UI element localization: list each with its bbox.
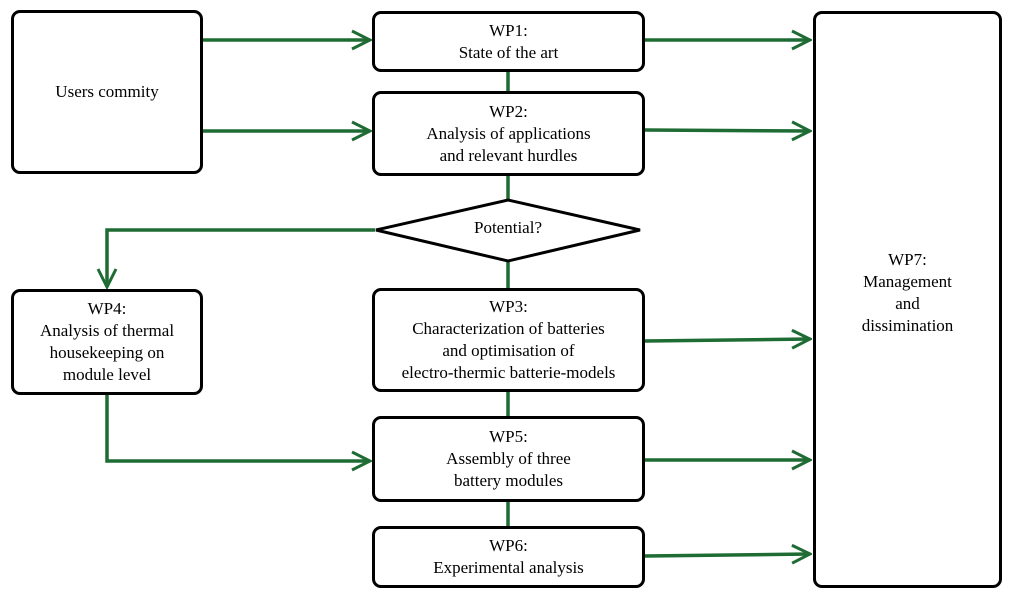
wp3-box: WP3: Characterization of batteries and opt… xyxy=(372,288,645,392)
arrow-wp6-to-wp7 xyxy=(644,554,810,556)
wp5-box: WP5: Assembly of three battery modules xyxy=(372,416,645,502)
wp2-line-1: WP2: xyxy=(489,101,528,121)
wp3-line-4: electro-thermic batterie-models xyxy=(401,363,616,382)
arrow-wp4-to-wp5 xyxy=(105,395,370,461)
arrow-wp2-to-wp7 xyxy=(644,130,810,131)
wp1-line-2: State of the art xyxy=(458,42,559,62)
wp7-line-1: WP7: xyxy=(888,250,927,269)
wp1-line-1: WP1: xyxy=(489,20,528,40)
wp7-line-4: dissimination xyxy=(861,316,954,335)
decision-label: Potential? xyxy=(474,218,542,237)
wp4-line-1: WP4: xyxy=(87,299,127,318)
wp7-line-2: Management xyxy=(863,272,952,291)
wp5-line-3: battery modules xyxy=(453,471,564,490)
wp6-line-1: WP6: xyxy=(489,536,528,555)
decision-diamond xyxy=(375,198,641,263)
wp2-line-3: and relevant hurdles xyxy=(439,145,578,165)
wp4-line-4: module level xyxy=(62,365,152,384)
wp3-line-3: and optimisation of xyxy=(442,341,575,360)
arrow-wp3-to-wp7 xyxy=(644,339,810,341)
wp4-line-3: housekeeping on xyxy=(49,343,165,362)
wp7-line-3: and xyxy=(895,294,920,313)
wp2-line-2: Analysis of applications xyxy=(426,123,591,143)
wp4-line-2: Analysis of thermal xyxy=(39,321,175,340)
wp5-line-2: Assembly of three xyxy=(446,449,571,468)
wp1-box: WP1:State of the art xyxy=(372,11,645,72)
wp3-line-2: Characterization of batteries xyxy=(412,319,605,338)
wp7-box: WP7: Management and dissimination xyxy=(813,11,1002,588)
wp6-box: WP6: Experimental analysis xyxy=(372,526,645,588)
users-commity-box: Users commity xyxy=(11,10,203,174)
wp6-line-2: Experimental analysis xyxy=(433,558,584,577)
wp5-line-1: WP5: xyxy=(489,427,528,446)
wp3-line-1: WP3: xyxy=(489,297,528,316)
arrow-decision-to-wp4 xyxy=(107,228,375,287)
wp4-box: WP4: Analysis of thermal housekeeping on mo… xyxy=(11,289,203,395)
users-commity-line-1: Users commity xyxy=(55,82,159,101)
